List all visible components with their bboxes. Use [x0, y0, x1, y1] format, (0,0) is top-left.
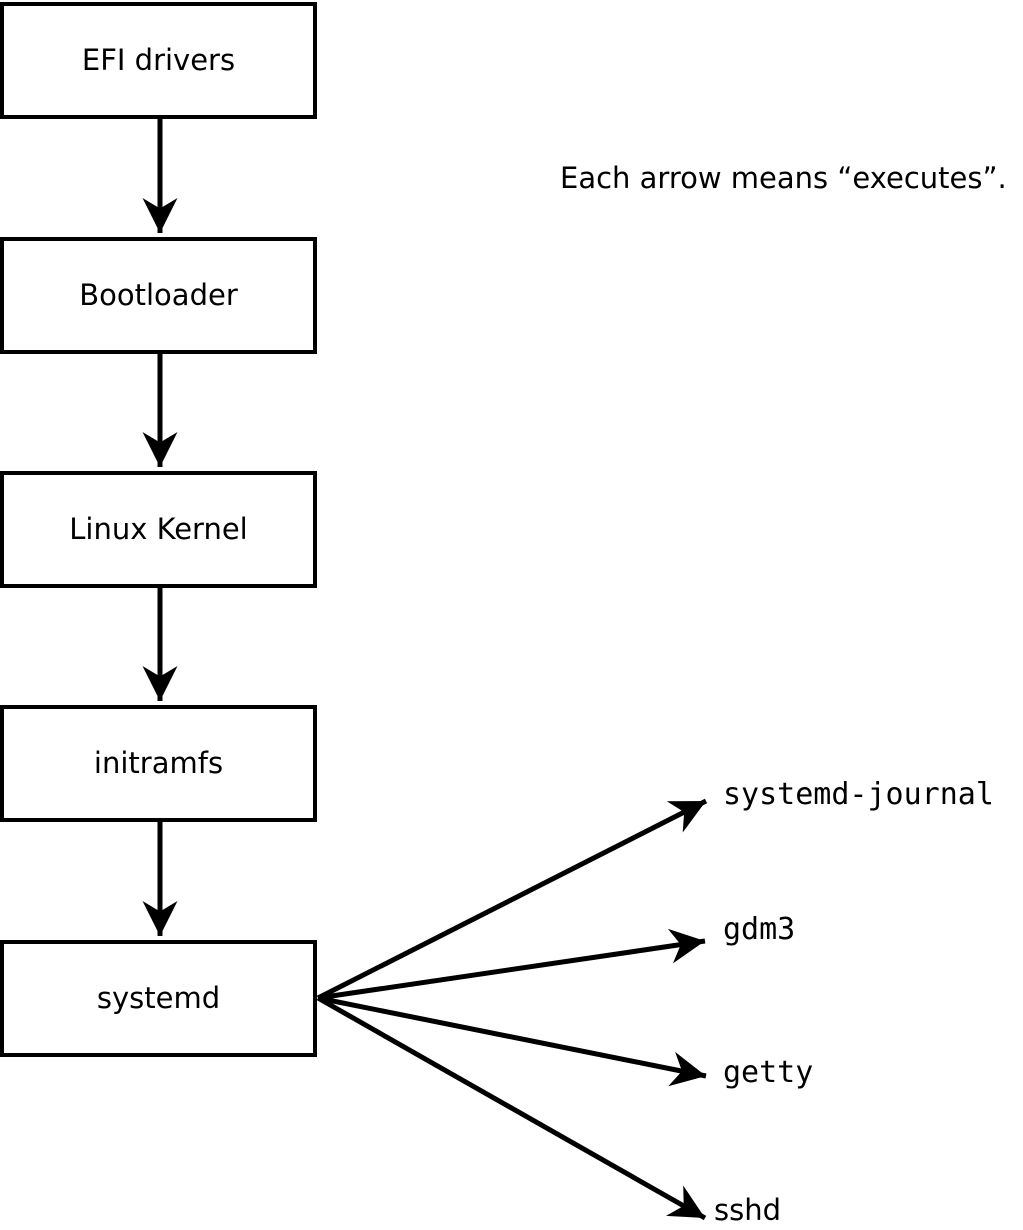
node-bootloader-label: Bootloader	[79, 278, 238, 312]
label-systemd-journal: systemd-journal	[723, 777, 994, 812]
node-linux-kernel: Linux Kernel	[0, 471, 317, 588]
arrow-systemd-to-journal	[316, 798, 708, 1001]
arrow-systemd-to-sshd	[316, 995, 707, 1221]
node-efi-drivers: EFI drivers	[0, 2, 317, 119]
arrow-systemd-to-getty	[317, 995, 707, 1087]
node-systemd: systemd	[0, 940, 317, 1057]
node-linux-kernel-label: Linux Kernel	[69, 512, 248, 546]
node-efi-drivers-label: EFI drivers	[81, 43, 236, 77]
annotation-arrow-meaning: Each arrow means “executes”.	[560, 161, 1007, 195]
label-getty: getty	[723, 1055, 814, 1090]
node-initramfs-label: initramfs	[93, 746, 224, 780]
node-systemd-label: systemd	[96, 981, 221, 1015]
node-initramfs: initramfs	[0, 705, 317, 822]
node-bootloader: Bootloader	[0, 237, 317, 354]
label-sshd: sshd	[714, 1193, 782, 1227]
arrow-systemd-to-gdm3	[317, 928, 706, 1001]
label-gdm3: gdm3	[723, 912, 796, 947]
